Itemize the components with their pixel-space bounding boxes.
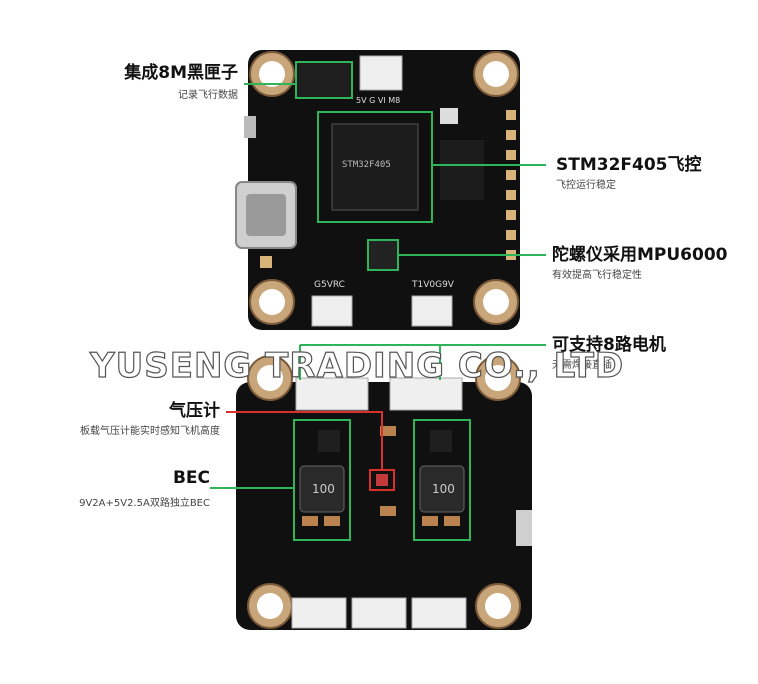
motors-subtitle: 无需焊接直插 — [552, 360, 612, 371]
mcu-title: STM32F405飞控 — [556, 155, 702, 175]
bec-subtitle: 9V2A+5V2.5A双路独立BEC — [79, 498, 210, 509]
bottom-left-pad-label: G5VRC — [314, 280, 345, 290]
inductor-left-mark: 100 — [312, 482, 335, 496]
top-connector-label: 5V G VI M8 — [356, 96, 401, 105]
fc-board-bottom — [236, 355, 532, 630]
fc-board-top — [235, 50, 520, 330]
gyro-subtitle: 有效提高飞行稳定性 — [552, 270, 642, 281]
bec-title: BEC — [172, 468, 210, 488]
mcu-subtitle: 飞控运行稳定 — [556, 180, 616, 191]
baro-line — [226, 411, 383, 470]
blackbox-subtitle: 记录飞行数据 — [178, 90, 238, 101]
bottom-right-pad-label: T1V0G9V — [412, 280, 454, 290]
motors-title: 可支持8路电机 — [552, 335, 666, 355]
gyro-title: 陀螺仪采用MPU6000 — [552, 245, 728, 265]
inductor-right-mark: 100 — [432, 482, 455, 496]
baro-subtitle: 板载气压计能实时感知飞机高度 — [80, 426, 220, 437]
chip-label: STM32F405 — [342, 160, 391, 170]
watermark: YUSENG TRADING CO., LTD — [89, 345, 625, 386]
annotation-lines — [210, 83, 546, 489]
blackbox-title: 集成8M黑匣子 — [124, 63, 238, 83]
baro-title: 气压计 — [169, 401, 220, 421]
